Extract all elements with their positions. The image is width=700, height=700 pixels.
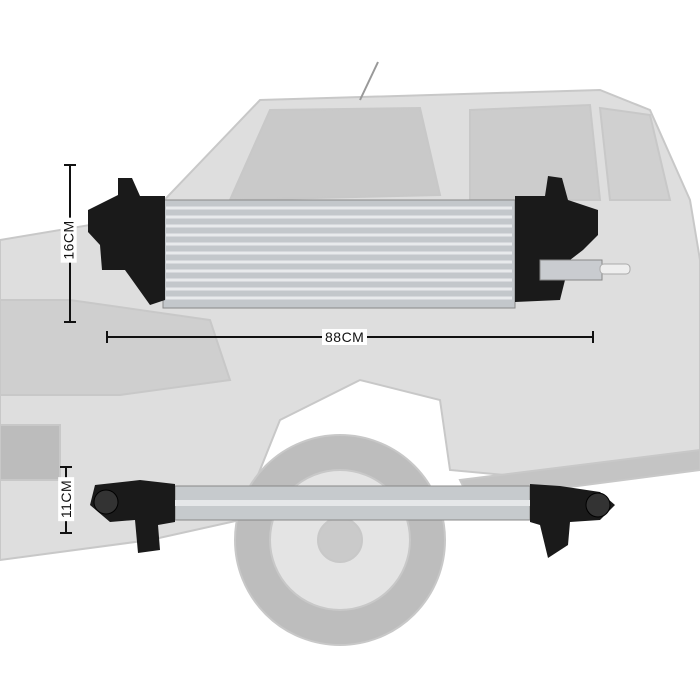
intercooler-front-view [88, 176, 631, 309]
intercooler-side-view [90, 480, 615, 558]
height-dimension-label: 16CM [60, 217, 77, 263]
depth-dimension-label: 11CM [58, 476, 75, 522]
length-dimension-label: 88CM [322, 329, 368, 345]
